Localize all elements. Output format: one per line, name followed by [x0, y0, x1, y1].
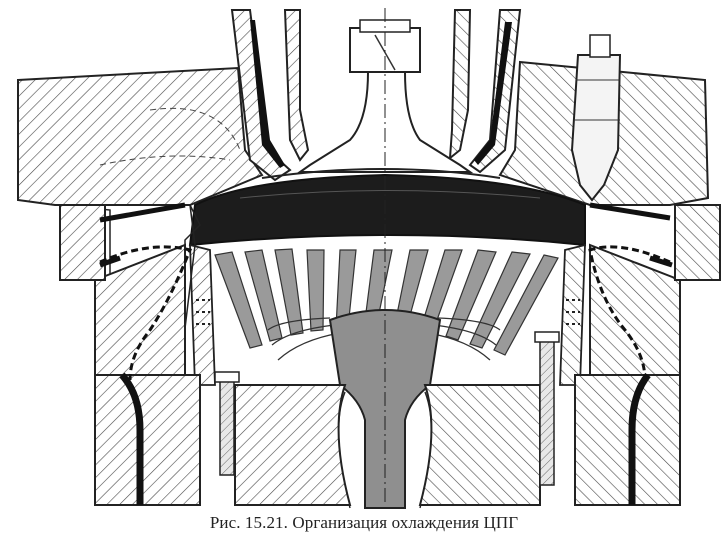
gasket-right	[589, 202, 673, 268]
gasket-left	[99, 202, 186, 268]
cylinder-head-left	[17, 66, 264, 206]
coolant-passage-right	[588, 245, 671, 381]
cylinder-liner-left	[59, 204, 201, 506]
fuel-injector	[570, 34, 622, 202]
cylinder-piston-cooling-drawing	[17, 8, 721, 509]
valve-port-left-wall	[230, 9, 310, 182]
combustion-chamber-roof	[261, 168, 501, 179]
lower-block	[234, 384, 541, 506]
bolt-left	[214, 371, 240, 476]
figure-caption: Рис. 15.21. Организация охлаждения ЦПГ	[209, 513, 519, 532]
valve-port-right-wall	[448, 9, 522, 174]
bolt-right	[534, 331, 560, 486]
piston-body	[189, 243, 586, 386]
cylinder-liner-right	[574, 204, 721, 506]
piston-crown	[188, 173, 586, 247]
coolant-passage-left	[99, 245, 193, 381]
